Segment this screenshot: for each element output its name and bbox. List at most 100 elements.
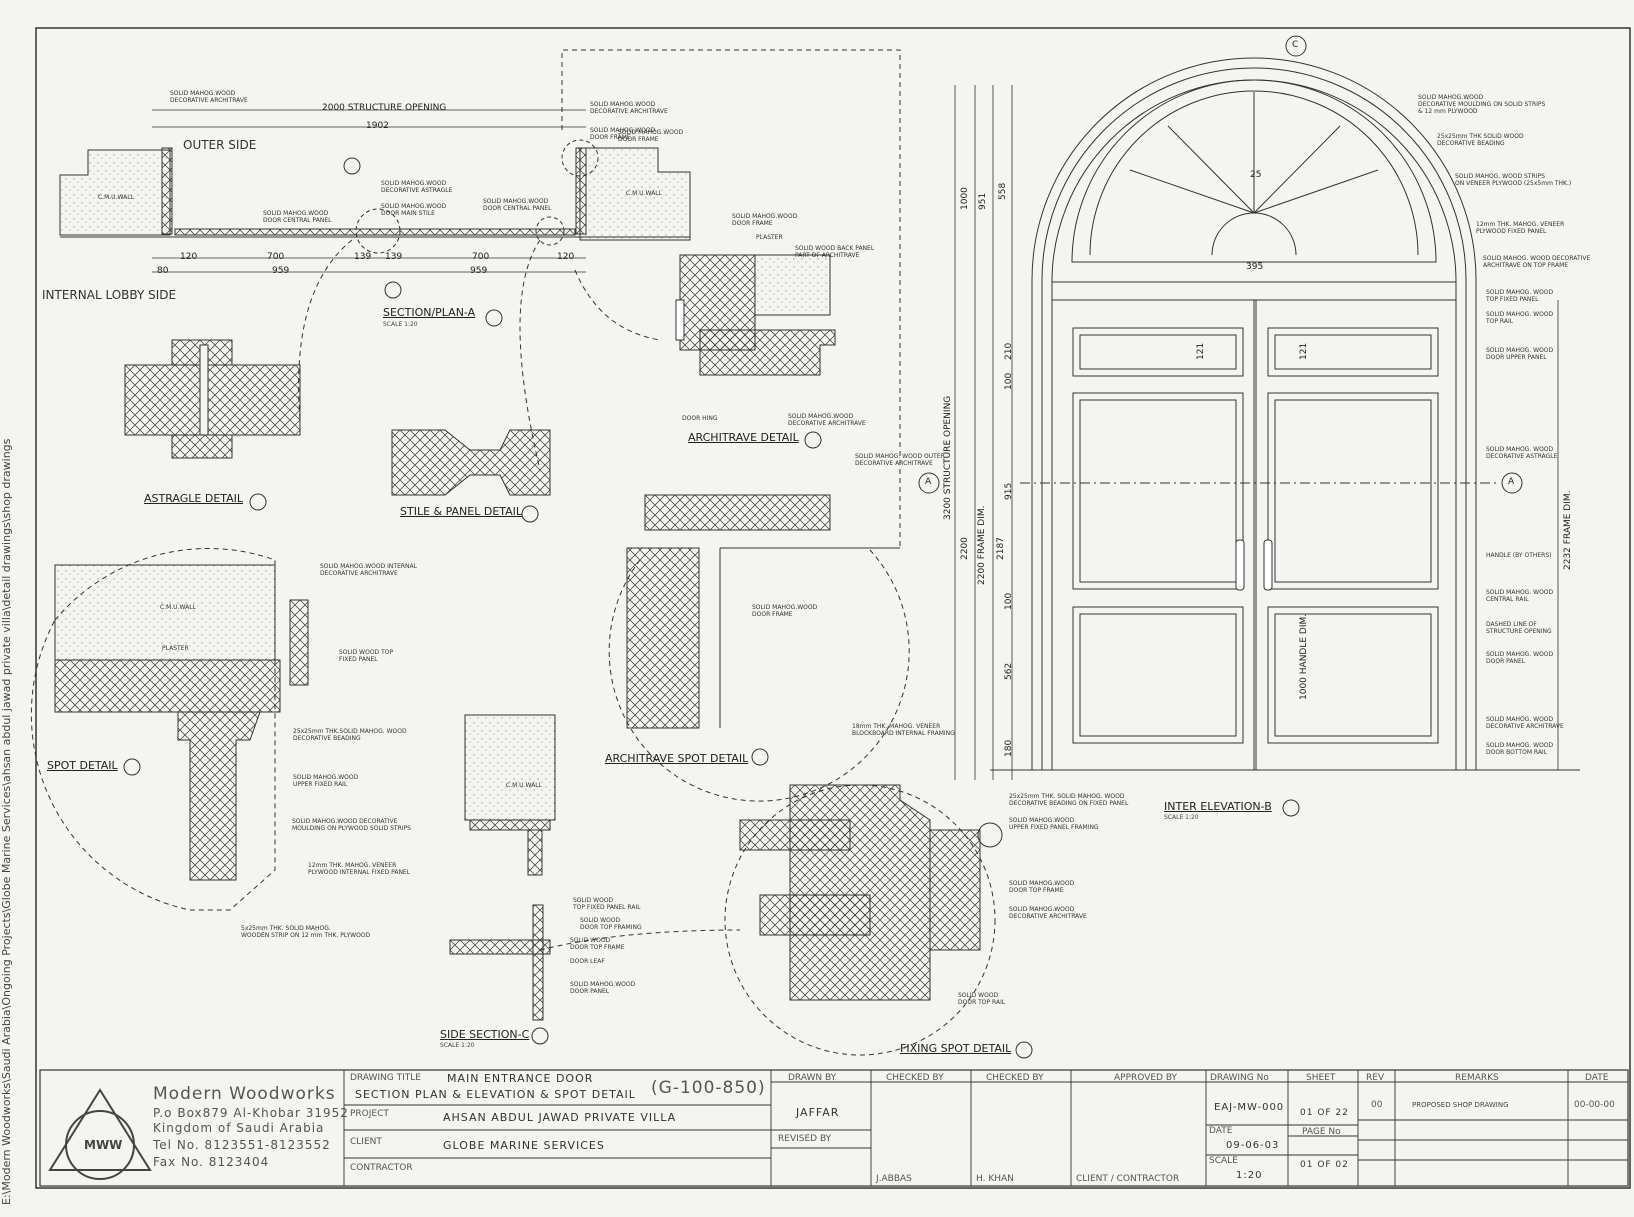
fixing-spot-detail-title: FIXING SPOT DETAIL — [900, 1042, 1012, 1055]
note-beading: 25x25mm THK SOLID WOOD DECORATIVE BEADIN… — [1437, 133, 1524, 147]
approved-by-label: APPROVED BY — [1114, 1073, 1178, 1083]
note-internal-fixed-panel: 12mm THK. MAHOG. VENEER PLYWOOD INTERNAL… — [308, 862, 411, 876]
dim-120-left: 120 — [180, 252, 198, 262]
section-marker-c: C — [1292, 40, 1299, 50]
company-address-1: P.o Box879 Al-Khobar 31952 — [153, 1106, 349, 1120]
scale-label: SCALE — [1209, 1156, 1238, 1166]
note-upper-fixed-panel-framing: SOLID MAHOG.WOOD UPPER FIXED PANEL FRAMI… — [1009, 817, 1099, 831]
dim-959-right: 959 — [470, 266, 488, 276]
checked-by-value-1: J.ABBAS — [876, 1174, 912, 1184]
date-column-label: DATE — [1585, 1073, 1609, 1083]
drawing-code: (G-100-850) — [651, 1078, 766, 1098]
note-handle: HANDLE (BY OTHERS) — [1486, 552, 1552, 559]
note-door-top-framing: SOLID WOOD DOOR TOP FRAMING — [580, 917, 642, 931]
checked-by-label-2: CHECKED BY — [986, 1073, 1044, 1083]
inter-elevation-b-title: INTER ELEVATION-B — [1164, 800, 1272, 813]
revised-by-label: REVISED BY — [778, 1134, 832, 1144]
dim-700-right: 700 — [472, 252, 490, 262]
inter-elevation-b-scale: SCALE 1:20 — [1164, 814, 1199, 821]
company-name: Modern Woodworks — [153, 1084, 336, 1104]
note-plan-central-panel-right: SOLID MAHOG.WOOD DOOR CENTRAL PANEL — [483, 198, 552, 212]
page-no-label: PAGE No — [1302, 1127, 1341, 1137]
scale-value: 1:20 — [1236, 1170, 1263, 1181]
note-architrave-spot-frame: SOLID MAHOG.WOOD DOOR FRAME — [752, 604, 818, 618]
note-plan-central-panel-left: SOLID MAHOG.WOOD DOOR CENTRAL PANEL — [263, 210, 332, 224]
elevation-dimension-lines — [954, 85, 1559, 780]
rev-value: 00 — [1371, 1100, 1383, 1110]
drawn-by-value: JAFFAR — [796, 1106, 840, 1119]
note-plan-architrave-left: SOLID MAHOG.WOOD DECORATIVE ARCHITRAVE — [170, 90, 248, 104]
drawing-no-label: DRAWING No — [1210, 1073, 1269, 1083]
drawing-no-value: EAJ-MW-000 — [1214, 1102, 1285, 1113]
note-dashed-structure: DASHED LINE OF STRUCTURE OPENING — [1486, 621, 1552, 635]
dim-2232-frame: 2232 FRAME DIM. — [1563, 490, 1573, 570]
drawing-title-line-1: MAIN ENTRANCE DOOR — [447, 1072, 594, 1085]
note-architrave-door-frame: SOLID MAHOG.WOOD DOOR FRAME — [732, 213, 798, 227]
company-tel: Tel No. 8123551-8123552 — [153, 1138, 331, 1152]
door-handles — [1235, 539, 1273, 591]
contractor-label: CONTRACTOR — [350, 1163, 413, 1173]
remarks-label: REMARKS — [1455, 1073, 1499, 1083]
astragle-detail-title: ASTRAGLE DETAIL — [144, 492, 244, 505]
note-plan-architrave-right: SOLID MAHOG.WOOD DECORATIVE ARCHITRAVE — [590, 101, 668, 115]
note-top-fixed-panel: SOLID MAHOG. WOOD TOP FIXED PANEL — [1486, 289, 1554, 303]
dim-100-lower: 100 — [1004, 592, 1014, 610]
note-spot-cmu-wall: C.M.U.WALL — [160, 604, 196, 611]
client-name: GLOBE MARINE SERVICES — [443, 1139, 605, 1152]
dim-210: 210 — [1004, 342, 1014, 360]
note-outer-architrave: SOLID MAHOG. WOOD OUTER DECORATIVE ARCHI… — [855, 453, 945, 467]
dim-1000-handle: 1000 HANDLE DIM. — [1299, 613, 1309, 700]
architrave-detail-title: ARCHITRAVE DETAIL — [688, 431, 799, 444]
astragle-detail-drawing — [124, 339, 301, 511]
dim-139-left: 139 — [354, 252, 372, 262]
sheet-value: 01 OF 22 — [1300, 1108, 1349, 1118]
note-door-top-frame-side: SOLID WOOD DOOR TOP FRAME — [570, 937, 625, 951]
dim-121-left: 121 — [1196, 342, 1206, 360]
dim-120-right: 120 — [557, 252, 575, 262]
dim-700-left: 700 — [267, 252, 285, 262]
title-block-grid — [343, 1070, 1628, 1186]
stile-panel-detail-title: STILE & PANEL DETAIL — [400, 505, 523, 518]
page-no-value: 01 OF 02 — [1300, 1160, 1349, 1170]
note-upper-fixed-rail: SOLID MAHOG.WOOD UPPER FIXED RAIL — [293, 774, 359, 788]
note-veneer-fixed-panel: 12mm THK. MAHOG. VENEER PLYWOOD FIXED PA… — [1476, 221, 1565, 235]
checked-by-value-2: H. KHAN — [976, 1174, 1014, 1184]
dim-180: 180 — [1004, 739, 1014, 757]
note-central-rail: SOLID MAHOG. WOOD CENTRAL RAIL — [1486, 589, 1554, 603]
project-name: AHSAN ABDUL JAWAD PRIVATE VILLA — [443, 1111, 677, 1124]
note-top-rail: SOLID MAHOG. WOOD TOP RAIL — [1486, 311, 1554, 325]
note-blockboard-framing: 18mm THK. MAHOG. VENEER BLOCKBOARD INTER… — [852, 723, 955, 737]
note-moulding-plywood: SOLID MAHOG.WOOD DECORATIVE MOULDING ON … — [1418, 94, 1546, 115]
note-moulding-solid-strips: SOLID MAHOG.WOOD DECORATIVE MOULDING ON … — [292, 818, 411, 832]
cmu-wall-label-right: C.M.U.WALL — [626, 190, 662, 197]
dim-1000: 1000 — [960, 187, 970, 210]
dim-1902: 1902 — [366, 121, 389, 131]
note-top-fixed-panel-rail: SOLID WOOD TOP FIXED PANEL RAIL — [573, 897, 641, 911]
note-door-hinge: DOOR HING — [682, 415, 718, 422]
approved-by-value: CLIENT / CONTRACTOR — [1076, 1174, 1180, 1184]
cmu-wall-label-left: C.M.U.WALL — [98, 194, 134, 201]
project-label: PROJECT — [350, 1109, 389, 1119]
note-wooden-strip: 5x25mm THK. SOLID MAHOG. WOODEN STRIP ON… — [241, 925, 371, 939]
architrave-detail-drawing — [675, 254, 836, 449]
date-label: DATE — [1209, 1126, 1233, 1136]
side-section-c-scale: SCALE 1:20 — [440, 1042, 475, 1049]
company-logo — [48, 1088, 152, 1180]
note-back-panel: SOLID WOOD BACK PANEL PART OF ARCHITRAVE — [795, 245, 875, 259]
remarks-value: PROPOSED SHOP DRAWING — [1412, 1101, 1509, 1109]
internal-lobby-side-label: INTERNAL LOBBY SIDE — [42, 288, 177, 302]
note-decorative-astragle-elev: SOLID MAHOG. WOOD DECORATIVE ASTRAGLE — [1486, 446, 1558, 460]
date-column-value: 00-00-00 — [1574, 1100, 1615, 1110]
sheet-border — [35, 27, 1631, 1189]
note-plan-astragle: SOLID MAHOG.WOOD DECORATIVE ASTRAGLE — [381, 180, 453, 194]
fixing-spot-detail-drawing — [724, 784, 1033, 1059]
company-address-2: Kingdom of Saudi Arabia — [153, 1121, 325, 1135]
dim-100-upper: 100 — [1004, 372, 1014, 390]
note-strips-veneer: SOLID MAHOG. WOOD STRIPS ON VENEER PLYWO… — [1455, 173, 1572, 187]
note-decorative-architrave-fixing: SOLID MAHOG.WOOD DECORATIVE ARCHITRAVE — [1009, 906, 1087, 920]
section-plan-a-title: SECTION/PLAN-A — [383, 306, 476, 319]
dim-139-right: 139 — [385, 252, 403, 262]
note-door-bottom-rail: SOLID MAHOG. WOOD DOOR BOTTOM RAIL — [1486, 742, 1554, 756]
note-door-panel-elev: SOLID MAHOG. WOOD DOOR PANEL — [1486, 651, 1554, 665]
